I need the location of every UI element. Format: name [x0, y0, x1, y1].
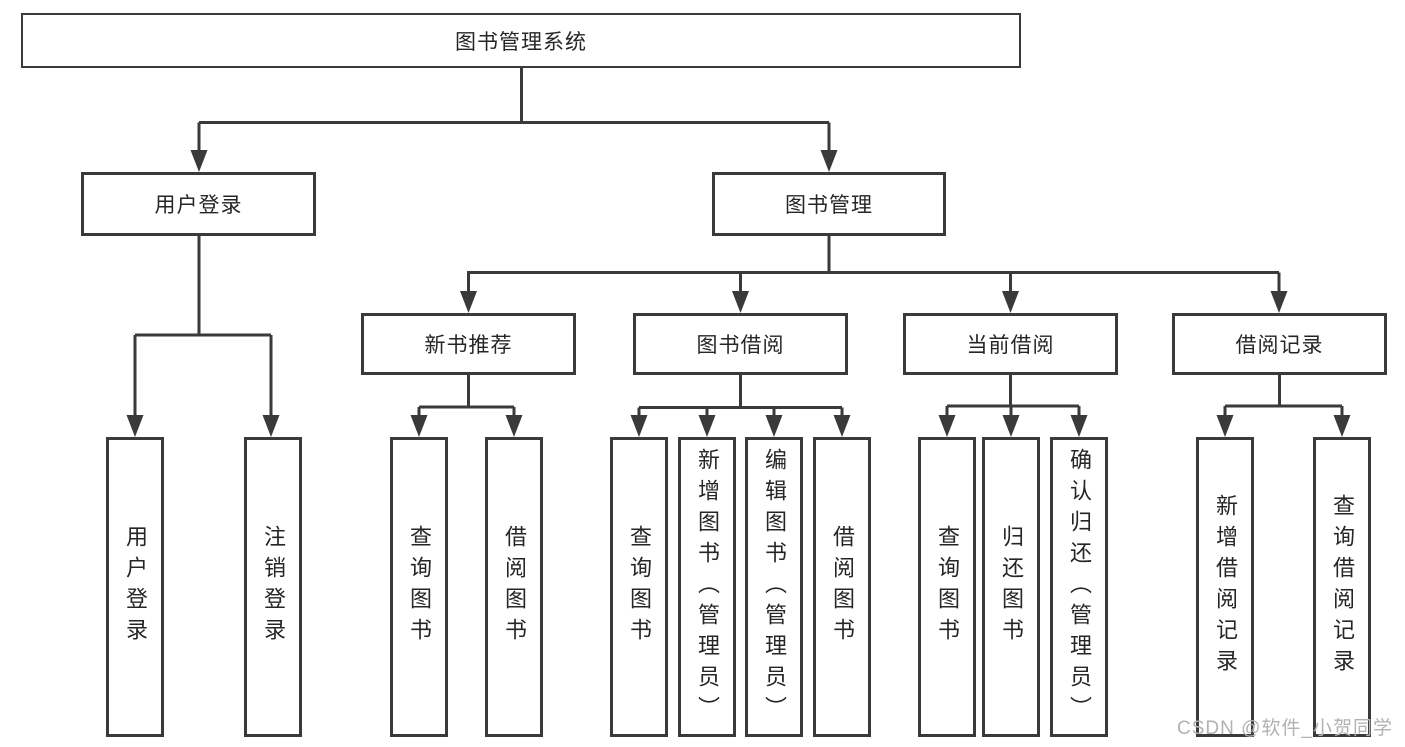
node-borrowing-records: 借阅记录 [1172, 313, 1387, 375]
leaf-confirm-return-admin: 确认归还（管理员） [1050, 437, 1108, 737]
node-label: 当前借阅 [966, 334, 1055, 357]
leaf-label: 确认归还（管理员） [1067, 447, 1092, 727]
leaf-query-books-borrowing: 查询图书 [610, 437, 668, 737]
leaf-query-borrow-record: 查询借阅记录 [1313, 437, 1371, 737]
node-user-login: 用户登录 [81, 172, 316, 236]
leaf-label: 查询借阅记录 [1330, 494, 1355, 680]
leaf-label: 归还图书 [999, 525, 1024, 649]
node-label: 图书借阅 [696, 334, 785, 357]
leaf-label: 编辑图书（管理员） [762, 447, 787, 727]
leaf-edit-books-admin: 编辑图书（管理员） [745, 437, 803, 737]
leaf-query-books-current: 查询图书 [918, 437, 976, 737]
leaf-borrow-books-recommend: 借阅图书 [485, 437, 543, 737]
leaf-user-login: 用户登录 [106, 437, 164, 737]
leaf-label: 用户登录 [123, 525, 148, 649]
leaf-label: 查询图书 [627, 525, 652, 649]
leaf-label: 新增借阅记录 [1213, 494, 1238, 680]
node-new-book-recommendation: 新书推荐 [361, 313, 576, 375]
leaf-label: 借阅图书 [830, 525, 855, 649]
leaf-add-books-admin: 新增图书（管理员） [678, 437, 736, 737]
node-current-borrowing: 当前借阅 [903, 313, 1118, 375]
node-book-borrowing: 图书借阅 [633, 313, 848, 375]
csdn-watermark: CSDN @软件_小贺同学 [1177, 718, 1393, 739]
leaf-label: 新增图书（管理员） [695, 447, 720, 727]
node-label: 新书推荐 [424, 334, 513, 357]
node-label: 图书管理系统 [455, 30, 587, 54]
leaf-label: 借阅图书 [502, 525, 527, 649]
leaf-logout: 注销登录 [244, 437, 302, 737]
leaf-borrow-books-borrowing: 借阅图书 [813, 437, 871, 737]
node-label: 借阅记录 [1235, 334, 1324, 357]
leaf-label: 注销登录 [261, 525, 286, 649]
node-library-management-system: 图书管理系统 [21, 13, 1021, 68]
node-label: 用户登录 [154, 194, 243, 217]
node-book-management: 图书管理 [712, 172, 946, 236]
node-label: 图书管理 [785, 194, 873, 217]
leaf-add-borrow-record: 新增借阅记录 [1196, 437, 1254, 737]
leaf-query-books-recommend: 查询图书 [390, 437, 448, 737]
leaf-label: 查询图书 [935, 525, 960, 649]
leaf-return-books: 归还图书 [982, 437, 1040, 737]
leaf-label: 查询图书 [407, 525, 432, 649]
